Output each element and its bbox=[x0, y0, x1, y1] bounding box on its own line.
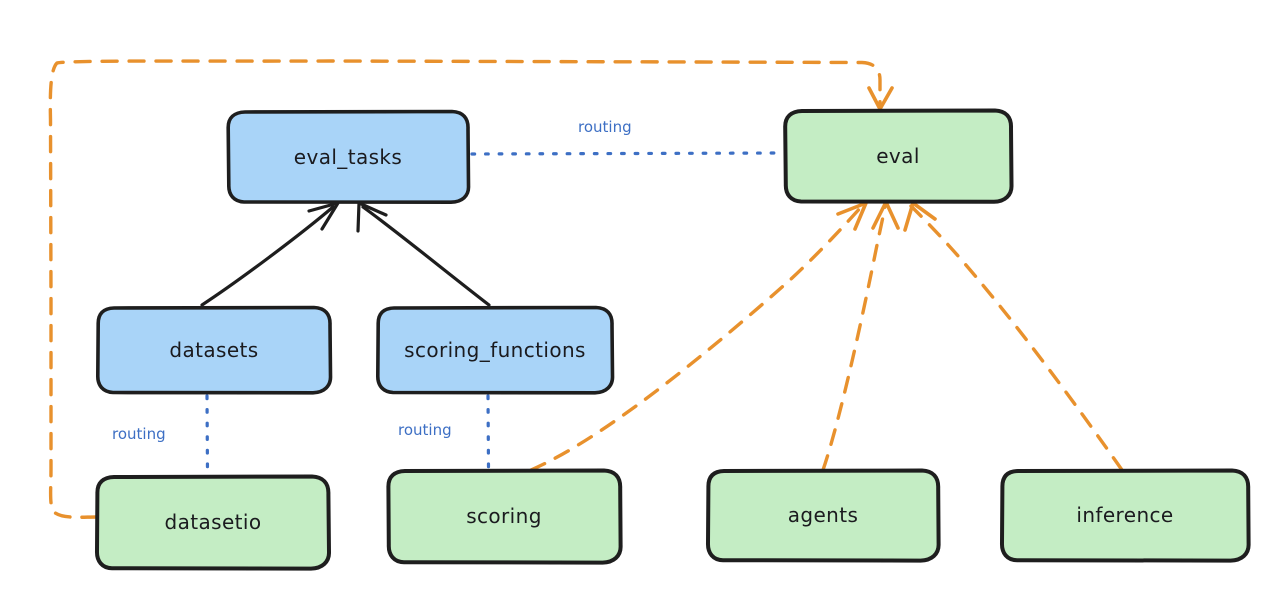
node-scoring-functions[interactable]: scoring_functions bbox=[378, 307, 612, 393]
node-inference[interactable]: inference bbox=[1002, 470, 1248, 560]
node-datasetio[interactable]: datasetio bbox=[97, 476, 329, 568]
node-shape-datasets[interactable] bbox=[95, 305, 333, 395]
node-datasets[interactable]: datasets bbox=[98, 307, 330, 393]
edge-label-routing-left: routing bbox=[112, 425, 166, 443]
edge-datasets-to-datasetio-routing bbox=[205, 394, 210, 475]
node-eval[interactable]: eval bbox=[785, 110, 1011, 202]
edge-scoring-functions-to-scoring-routing bbox=[486, 394, 491, 470]
node-shape-datasetio[interactable] bbox=[94, 474, 331, 571]
node-label-datasetio: datasetio bbox=[164, 510, 262, 534]
edge-datasets-to-eval-tasks bbox=[200, 201, 340, 307]
node-label-datasets: datasets bbox=[169, 338, 259, 362]
node-shape-agents[interactable] bbox=[705, 468, 941, 563]
edge-eval-tasks-to-eval-routing bbox=[470, 151, 784, 156]
edge-inference-to-eval bbox=[903, 201, 1124, 472]
edge-scoring-functions-to-eval-tasks bbox=[356, 201, 491, 307]
edge-label-routing-center: routing bbox=[398, 421, 452, 439]
node-shape-eval[interactable] bbox=[783, 108, 1014, 204]
node-scoring[interactable]: scoring bbox=[388, 470, 620, 562]
node-agents[interactable]: agents bbox=[708, 470, 938, 560]
node-shape-inference[interactable] bbox=[999, 468, 1251, 563]
node-label-eval-tasks: eval_tasks bbox=[293, 145, 403, 169]
node-label-scoring-functions: scoring_functions bbox=[404, 338, 586, 362]
node-eval-tasks[interactable]: eval_tasks bbox=[228, 111, 468, 203]
node-label-agents: agents bbox=[787, 503, 859, 527]
node-label-inference: inference bbox=[1076, 503, 1174, 527]
node-shapes bbox=[94, 108, 1251, 571]
edge-label-routing-top: routing bbox=[578, 118, 632, 136]
node-shape-eval-tasks[interactable] bbox=[226, 109, 471, 204]
edge-agents-to-eval bbox=[821, 200, 900, 472]
node-label-eval: eval bbox=[876, 144, 920, 168]
node-shape-scoring-functions[interactable] bbox=[375, 305, 615, 395]
node-shape-scoring[interactable] bbox=[386, 468, 623, 565]
node-label-scoring: scoring bbox=[466, 504, 542, 528]
